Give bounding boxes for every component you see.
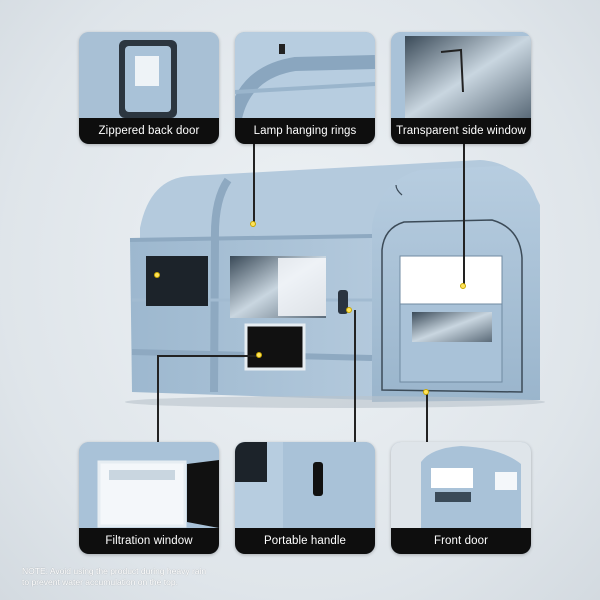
side-window-caption: Transparent side window [391, 118, 531, 144]
feature-card-lamp-rings: Lamp hanging rings [235, 32, 375, 144]
leader-line-handle [354, 310, 356, 442]
marker-front-door [423, 389, 429, 395]
back-door-photo [79, 32, 219, 118]
leader-line-filtration [157, 356, 159, 442]
marker-handle [346, 307, 352, 313]
feature-card-front-door: Front door [391, 442, 531, 554]
handle-photo [235, 442, 375, 528]
marker-side-window [460, 283, 466, 289]
feature-card-back-door: Zippered back door [79, 32, 219, 144]
note-line-1: NOTE: Avoid using the product during hea… [22, 566, 207, 576]
filtration-caption: Filtration window [79, 528, 219, 554]
back-door-caption: Zippered back door [79, 118, 219, 144]
feature-card-side-window: Transparent side window [391, 32, 531, 144]
filtration-photo [79, 442, 219, 528]
side-window-photo [391, 32, 531, 118]
leader-line-side-window [463, 140, 465, 286]
lamp-rings-caption: Lamp hanging rings [235, 118, 375, 144]
rain-warning-note: NOTE: Avoid using the product during hea… [22, 566, 322, 588]
marker-lamp-rings [250, 221, 256, 227]
lamp-rings-photo [235, 32, 375, 118]
marker-back-door [154, 272, 160, 278]
front-door-caption: Front door [391, 528, 531, 554]
feature-card-filtration: Filtration window [79, 442, 219, 554]
note-line-2: to prevent water accumulation on the top… [22, 577, 178, 587]
leader-line-filtration-h [157, 355, 259, 357]
leader-line-lamp [253, 140, 255, 224]
handle-caption: Portable handle [235, 528, 375, 554]
leader-line-front-door [426, 392, 428, 442]
feature-card-handle: Portable handle [235, 442, 375, 554]
front-door-photo [391, 442, 531, 528]
marker-filtration [256, 352, 262, 358]
